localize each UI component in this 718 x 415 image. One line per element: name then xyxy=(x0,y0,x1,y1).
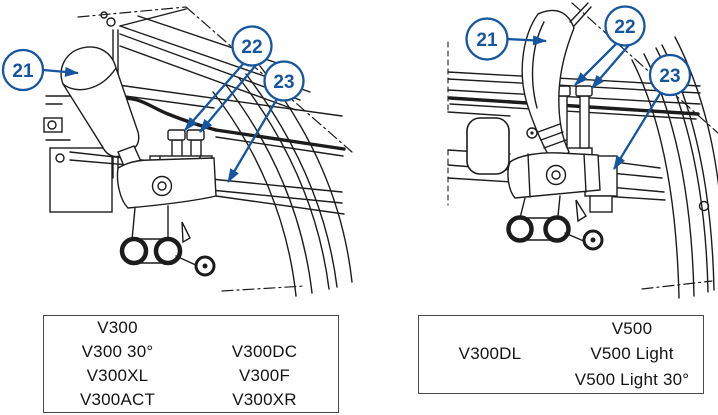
callout-22: 22 xyxy=(574,5,646,89)
roller-linkage xyxy=(119,205,216,277)
callout-21-label: 21 xyxy=(476,30,498,51)
right-callouts: 21 22 23 xyxy=(465,5,692,170)
model-name: V500 xyxy=(611,318,653,338)
model-name: V500 Light 30° xyxy=(574,370,690,390)
callout-22-label: 22 xyxy=(241,37,262,58)
model-name: V300 xyxy=(97,318,138,337)
clamp-block xyxy=(507,152,601,199)
model-name: V300DL xyxy=(458,344,522,364)
drive-cable xyxy=(115,96,346,151)
roller-linkage xyxy=(506,195,604,251)
v500-model-list-box: V500 V300DL V500 Light V500 Light 30° xyxy=(418,315,704,394)
callout-21: 21 xyxy=(1,48,79,92)
model-name: V300XR xyxy=(232,390,297,409)
right-assembly-drawing: 21 22 23 xyxy=(447,2,718,299)
callout-21: 21 xyxy=(465,17,547,61)
model-name: V300 30° xyxy=(81,342,154,361)
callout-23-label: 23 xyxy=(659,66,680,87)
callout-22: 22 xyxy=(184,25,273,133)
model-name: V300ACT xyxy=(79,390,156,409)
callout-21-label: 21 xyxy=(12,61,34,82)
model-name xyxy=(419,367,561,393)
model-name: V300DC xyxy=(231,342,298,361)
cut-boundary-lines xyxy=(571,2,718,290)
model-name xyxy=(191,316,338,340)
model-name: V300XL xyxy=(86,366,149,385)
callout-23: 23 xyxy=(227,60,305,183)
motor-block xyxy=(466,117,510,175)
v300-model-list-box: V300 V300 30° V300DC V300XL V300F V300AC… xyxy=(43,315,339,413)
clamp-block xyxy=(116,155,217,209)
callout-22-label: 22 xyxy=(614,17,635,38)
cable-shadow-line xyxy=(215,136,344,157)
model-name: V500 Light xyxy=(590,344,674,364)
callout-23: 23 xyxy=(613,53,692,170)
left-assembly-drawing: 21 22 23 xyxy=(1,6,353,297)
left-callouts: 21 22 23 xyxy=(1,25,305,183)
curved-lever xyxy=(521,2,592,161)
callout-23-label: 23 xyxy=(273,72,294,93)
model-name xyxy=(419,316,561,342)
dark-belt-line xyxy=(448,96,700,116)
model-name: V300F xyxy=(238,366,291,385)
